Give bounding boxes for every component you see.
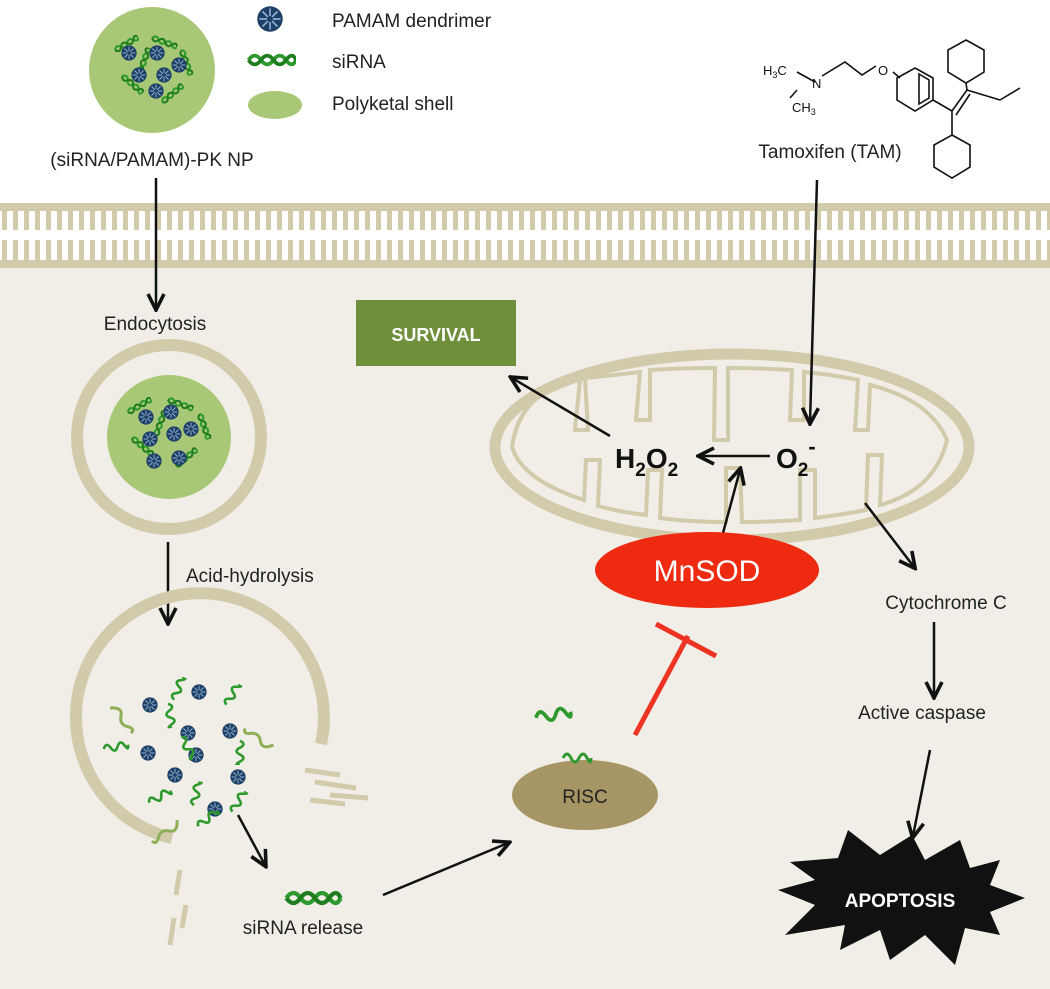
tamoxifen-structure [789,39,1021,179]
risc-label: RISC [562,787,607,808]
mnsod-label: MnSOD [654,555,761,588]
inhibition-line [632,621,718,737]
ruptured-endosome [69,587,369,946]
caspase-label: Active caspase [858,703,986,724]
endocytosis-label: Endocytosis [104,314,206,335]
cytochrome-label: Cytochrome C [885,593,1006,614]
superoxide-label: O2- [776,434,816,481]
sirna-release-label: siRNA release [243,918,363,939]
arrow-to-survival [512,378,611,438]
arrow-to-cytochrome [864,502,914,567]
endosome [71,339,267,535]
arrow-to-risc [382,843,508,897]
apoptosis-burst [778,830,1025,965]
tamoxifen-ch3-label: CH3 [792,100,816,117]
survival-label: SURVIVAL [391,325,480,345]
tamoxifen-n-label: N [812,76,821,91]
arrow-to-apoptosis [913,749,932,836]
legend-shell-icon [248,91,302,119]
tamoxifen-label: Tamoxifen (TAM) [758,142,901,163]
nanoparticle [89,7,215,133]
legend-sirna-icon [246,53,296,67]
legend: PAMAM dendrimer siRNA Polyketal shell [246,5,492,119]
arrow-mnsod-catalysis [721,470,740,534]
apoptosis-label: APOPTOSIS [845,891,956,912]
legend-dendrimer-icon [256,5,284,33]
mnsod-enzyme [595,532,819,608]
risc-complex [512,760,658,830]
arrow-to-release [236,814,265,865]
legend-shell-label: Polyketal shell [332,94,453,115]
nanoparticle-label: (siRNA/PAMAM)-PK NP [50,150,253,171]
arrow-tamoxifen-to-o2 [810,179,817,422]
tamoxifen-o-label: O [878,63,888,78]
tamoxifen-h3c-label: H3C [763,63,787,80]
legend-sirna-label: siRNA [332,52,386,73]
legend-dendrimer-label: PAMAM dendrimer [332,11,492,32]
cell-membrane [0,203,1050,268]
h2o2-label: H2O2 [615,443,678,481]
survival-box [356,300,516,366]
acid-hydrolysis-label: Acid-hydrolysis [186,566,314,587]
